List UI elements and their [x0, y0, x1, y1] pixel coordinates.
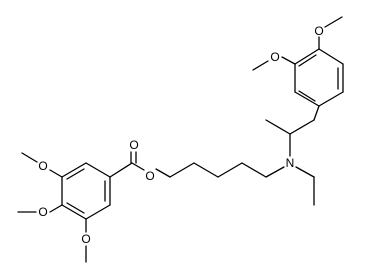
oxygen-atom: O: [129, 138, 138, 152]
ring-bond: [61, 204, 87, 220]
methyl-branch-bond: [265, 119, 291, 135]
hexyl-bond: [241, 162, 267, 178]
hexyl-bond: [169, 162, 195, 178]
hexyl-bond: [265, 166, 285, 178]
nitrogen-atom: N: [286, 156, 295, 170]
ring-bond: [294, 91, 320, 107]
ring-double-bond: [66, 202, 85, 214]
chain-bond: [289, 119, 315, 135]
methoxy-bond: [49, 204, 63, 213]
ring-bond: [318, 91, 344, 107]
oxygen-atom: O: [38, 159, 47, 173]
hexyl-bond: [193, 162, 219, 178]
methyl-bond: [324, 16, 343, 28]
methoxy-bond: [49, 169, 63, 178]
methyl-bond: [21, 152, 38, 163]
ethyl-bond: [295, 166, 315, 178]
ring-bond: [85, 204, 111, 220]
hexyl-bond: [155, 168, 171, 178]
ring-double-bond: [66, 168, 85, 180]
ring-double-bond: [298, 90, 316, 102]
oxygen-atom: O: [270, 50, 279, 64]
chain-bond: [313, 105, 320, 121]
ester-bond: [109, 162, 133, 178]
ring-double-bond: [298, 54, 317, 67]
ring-bond: [61, 162, 87, 178]
lower-left-ring: [61, 162, 111, 220]
oxygen-atom: O: [314, 24, 323, 38]
oxygen-atom: O: [81, 232, 90, 246]
oxygen-atom: O: [145, 169, 154, 183]
ring-bond: [294, 48, 320, 65]
upper-right-ring: [294, 48, 344, 107]
methoxy-bond: [281, 56, 296, 65]
ring-bond: [318, 48, 344, 65]
oxygen-atom: O: [38, 205, 47, 219]
methyl-bond: [252, 60, 269, 71]
ring-bond: [85, 162, 111, 178]
hexyl-bond: [217, 162, 243, 178]
ester-bond: [131, 162, 145, 171]
